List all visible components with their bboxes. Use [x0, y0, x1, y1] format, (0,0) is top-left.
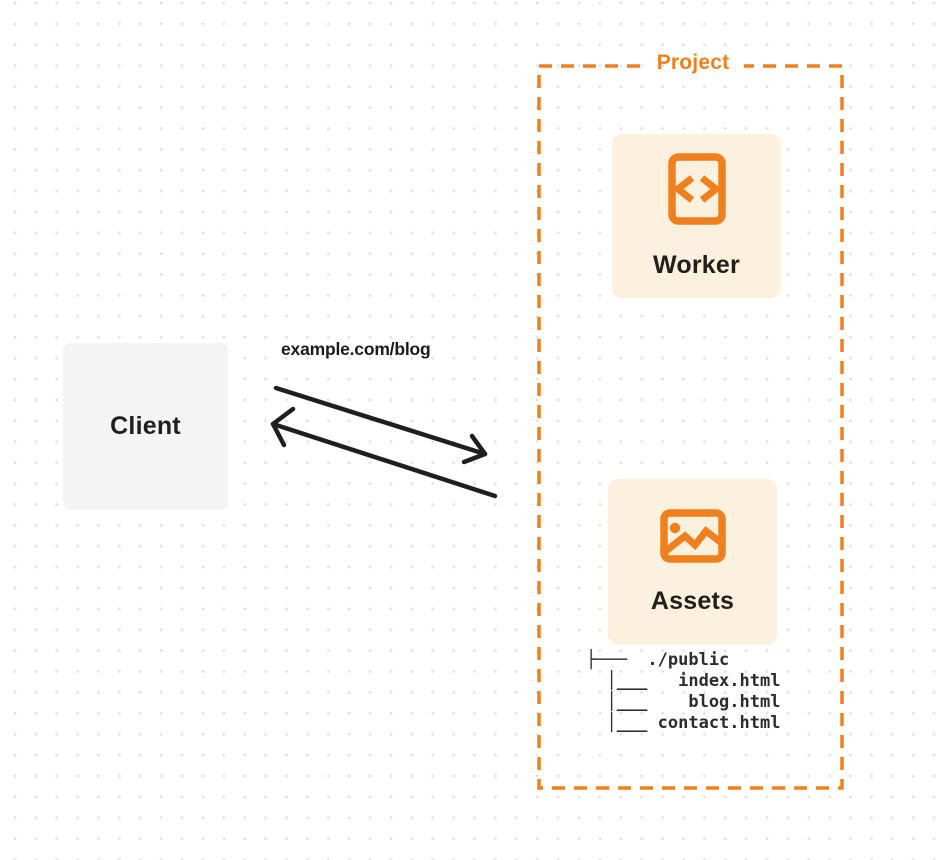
file-tree-line: │___ contact.html	[586, 713, 781, 733]
image-icon	[659, 508, 726, 563]
code-icon	[667, 152, 726, 225]
file-tree-line: │___ blog.html	[586, 692, 781, 712]
worker-node: Worker	[612, 134, 781, 298]
assets-node: Assets	[608, 479, 777, 645]
assets-label: Assets	[650, 586, 735, 615]
file-tree-line: ├─── ./public	[586, 650, 730, 670]
assets-file-tree: ├─── ./public │___ index.html │___ blog.…	[586, 650, 780, 734]
request-url-label: example.com/blog	[281, 339, 431, 359]
response-arrow	[270, 406, 498, 499]
project-boundary-border	[537, 64, 844, 790]
request-arrow	[273, 385, 488, 465]
client-label: Client	[110, 412, 181, 440]
client-node: Client	[63, 343, 228, 510]
worker-label: Worker	[653, 250, 740, 279]
file-tree-line: │___ index.html	[586, 671, 781, 691]
project-label: Project	[656, 51, 730, 74]
